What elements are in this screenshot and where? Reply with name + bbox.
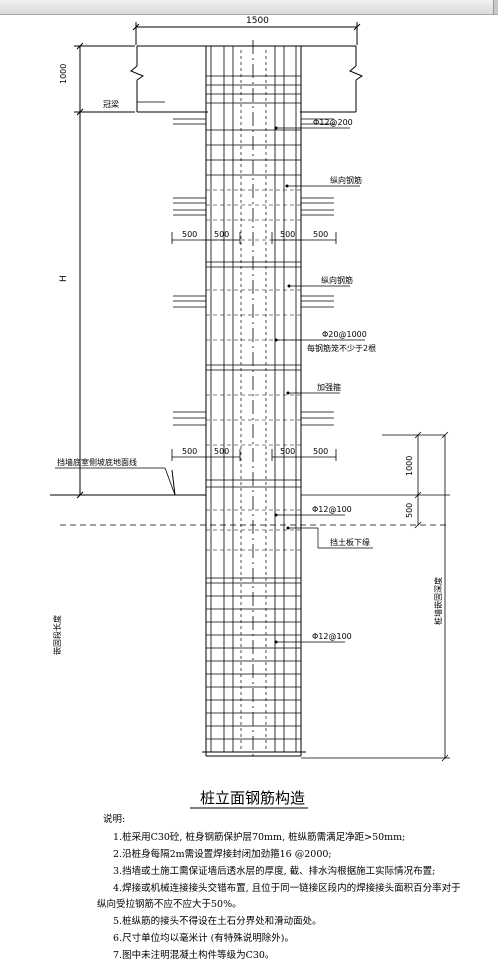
label-stirrup-mid: Φ12@100	[312, 505, 352, 514]
label-stirrup-top: Φ12@200	[313, 118, 353, 127]
dim-500-g: 500	[280, 447, 295, 456]
label-left-vertical: 嵌固段长度	[52, 615, 62, 655]
drawing-title: 桩立面钢筋构造	[200, 789, 306, 807]
label-cap-beam: 冠梁	[103, 100, 119, 109]
window-top-bar	[0, 0, 498, 15]
dim-500-d: 500	[313, 230, 328, 239]
dim-500-b: 500	[214, 230, 229, 239]
label-wall-bottom: 挡土板下缘	[330, 537, 370, 547]
dim-top-width: 1500	[246, 16, 269, 26]
label-ground-line: 挡墙底室侧坡底地面线	[57, 457, 137, 467]
dim-cap-height: 1000	[59, 64, 68, 84]
dim-500-a: 500	[182, 230, 197, 239]
dim-embed-1000: 1000	[405, 456, 414, 476]
label-stirrup-bottom: Φ12@100	[312, 632, 352, 641]
label-stiff-ring: Φ20@1000	[322, 330, 367, 339]
label-right-vertical: 桩墙嵌固深度	[433, 577, 443, 625]
dim-500-c: 500	[280, 230, 295, 239]
label-main-rebar-1: 纵向钢筋	[330, 175, 362, 185]
label-main-rebar-2: 纵向钢筋	[321, 275, 353, 285]
dim-h: H	[59, 275, 69, 282]
window-edge	[493, 0, 498, 14]
dim-500-h: 500	[313, 447, 328, 456]
label-stiff-ring-note: 每钢筋笼不少于2根	[307, 343, 376, 353]
dim-500-f: 500	[214, 447, 229, 456]
dim-500-e: 500	[182, 447, 197, 456]
dim-embed-500: 500	[405, 503, 414, 518]
label-spiral: 加强箍	[317, 382, 341, 392]
